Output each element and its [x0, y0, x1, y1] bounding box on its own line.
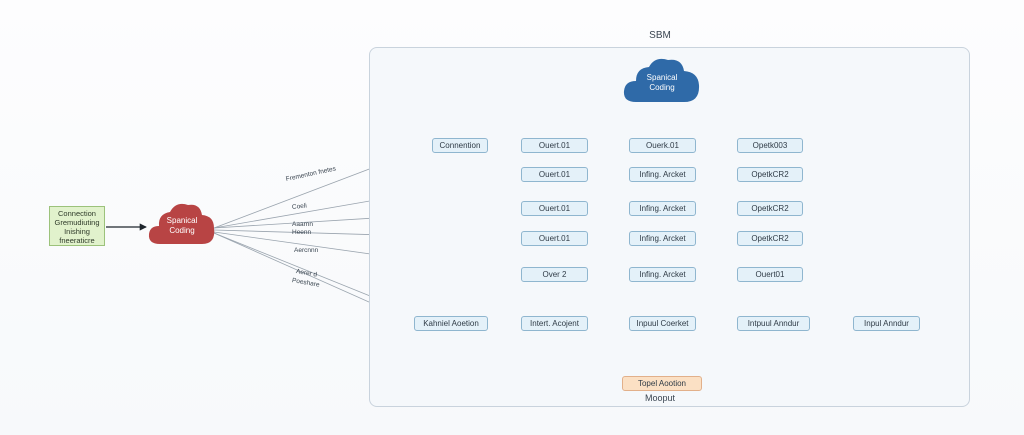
process-node[interactable]: Ouert.01 [521, 138, 588, 153]
panel-footer: Mooput [644, 393, 676, 403]
process-node[interactable]: OpetkCR2 [737, 167, 803, 182]
process-node[interactable]: Over 2 [521, 267, 588, 282]
action-node[interactable]: Intert. Acojent [521, 316, 588, 331]
process-node[interactable]: Ouert.01 [521, 231, 588, 246]
action-node[interactable]: Kahniel Aoetion [414, 316, 488, 331]
process-node[interactable]: Infing. Arcket [629, 201, 696, 216]
process-node[interactable]: Ouerk.01 [629, 138, 696, 153]
fan-connector [213, 232, 381, 301]
left-cloud-node[interactable]: Spanical Coding [146, 198, 218, 248]
cloud-label-line: Spanical [166, 216, 198, 225]
process-node[interactable]: Connention [432, 138, 488, 153]
process-node[interactable]: Infing. Arcket [629, 167, 696, 182]
top-cloud-node[interactable]: Spanical Coding [622, 55, 702, 105]
source-line: Connection [58, 209, 96, 218]
source-line: fneeraticre [59, 236, 95, 245]
source-node[interactable]: Connection Gremudiuting Inishing fneerat… [49, 206, 105, 246]
process-node[interactable]: Infing. Arcket [629, 231, 696, 246]
action-node[interactable]: Intpuul Anndur [737, 316, 810, 331]
fan-label: Heenn [292, 229, 312, 236]
action-node[interactable]: Inpul Anndur [853, 316, 920, 331]
cloud-label-line: Coding [649, 83, 675, 92]
sbm-panel [369, 47, 970, 407]
process-node[interactable]: Opetk003 [737, 138, 803, 153]
action-node[interactable]: Inpuul Coerket [629, 316, 696, 331]
process-node[interactable]: Ouert.01 [521, 167, 588, 182]
process-node[interactable]: Infing. Arcket [629, 267, 696, 282]
cloud-label-line: Spanical [646, 73, 678, 82]
cloud-label-line: Coding [169, 226, 195, 235]
fan-label: Aaarnn [292, 221, 313, 228]
source-line: Gremudiuting [54, 218, 100, 227]
process-node[interactable]: OpetkCR2 [737, 231, 803, 246]
fan-out-connectors [213, 145, 521, 323]
process-node[interactable]: Ouert.01 [521, 201, 588, 216]
source-line: Inishing [64, 227, 90, 236]
process-node[interactable]: Ouert01 [737, 267, 803, 282]
output-node[interactable]: Topel Aootion [622, 376, 702, 391]
process-node[interactable]: OpetkCR2 [737, 201, 803, 216]
fan-label: Aercnnn [294, 247, 319, 254]
cloud-icon [148, 203, 215, 244]
cloud-icon [623, 58, 700, 102]
panel-title: SBM [649, 30, 671, 41]
